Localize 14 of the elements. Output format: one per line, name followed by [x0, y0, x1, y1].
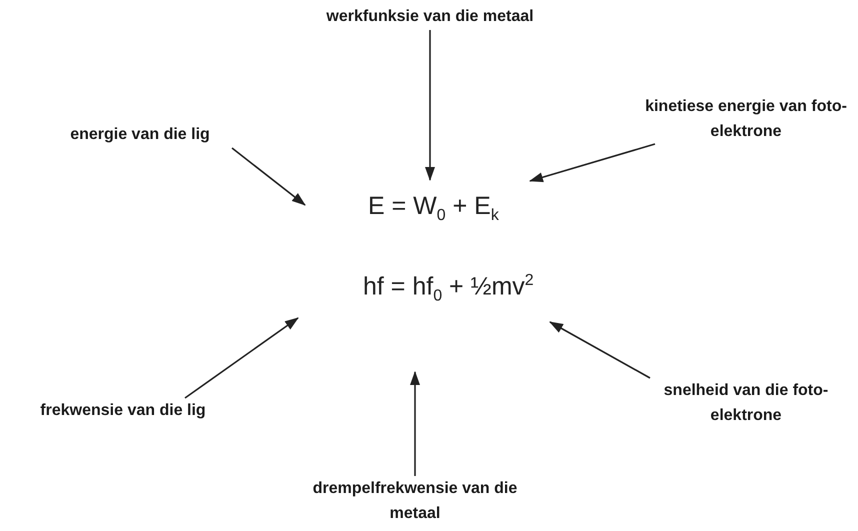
arrow — [410, 371, 420, 476]
arrow — [184, 317, 299, 399]
term-label: drempelfrekwensie van die metaal — [312, 479, 518, 524]
arrow — [425, 30, 435, 181]
term-label: werkfunksie van die metaal — [326, 7, 534, 27]
term-label: kinetiese energie van foto-elektrone — [644, 97, 848, 142]
term-label: snelheid van die foto-elektrone — [662, 381, 830, 426]
arrow — [549, 321, 650, 379]
equation: E = W$_{0}$ + E$_{k}$ — [368, 192, 499, 225]
arrow — [232, 147, 306, 206]
term-label: energie van die lig — [70, 125, 210, 145]
equation: hf = hf$_{0}$ + ½mv$^{2}$ — [363, 272, 534, 306]
arrow — [529, 143, 656, 182]
term-label: frekwensie van die lig — [40, 401, 206, 421]
